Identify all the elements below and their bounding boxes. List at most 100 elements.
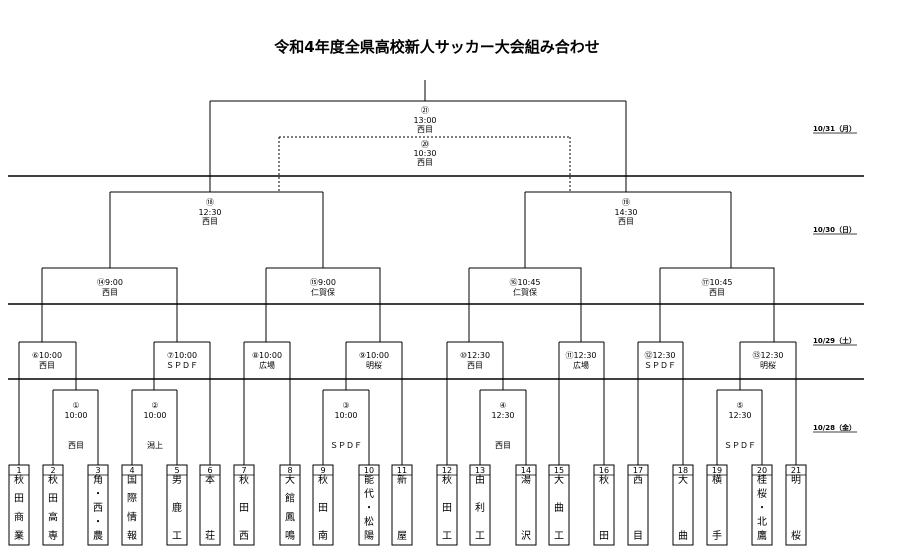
r16-11-line	[558, 341, 605, 465]
team-name-char: 西	[633, 475, 643, 486]
match-19-time: 14:30	[614, 208, 637, 217]
r16-9-line	[345, 341, 403, 465]
date-label-1031: 10/31（月）	[813, 125, 856, 133]
team-name-char: 鳴	[285, 529, 295, 542]
team-seed-number: 12	[442, 466, 452, 475]
team-name-char: 業	[14, 529, 24, 542]
match-16-venue: 仁賀保	[513, 287, 537, 297]
match-6-time: ⑥10:00	[32, 351, 62, 360]
r1-1-line	[52, 389, 99, 465]
team-name-char: 秋	[318, 473, 328, 486]
team-seed-number: 13	[475, 466, 485, 475]
team-name-char: 商	[14, 510, 24, 523]
match-1-number: ①	[72, 401, 79, 410]
match-20-time: 10:30	[413, 149, 436, 158]
team-name-char: ・	[364, 503, 374, 514]
team-name-char: ・	[93, 489, 103, 500]
match-12-time: ⑫12:30	[644, 351, 675, 360]
page-title: 令和4年度全県高校新人サッカー大会組み合わせ	[274, 38, 599, 56]
quarterfinal-16-line	[468, 267, 582, 342]
team-seed-number: 5	[174, 466, 179, 475]
team-entry-3: 3角・西・農	[87, 464, 109, 546]
match-21-time: 13:00	[413, 116, 436, 125]
match-4-time: 12:30	[491, 411, 514, 420]
team-seed-number: 8	[287, 466, 292, 475]
match-13-time: ⑬12:30	[752, 351, 783, 360]
team-name-char: 報	[127, 530, 137, 542]
team-box	[672, 464, 694, 546]
match-3-number: ③	[342, 401, 349, 410]
team-seed-number: 9	[320, 466, 325, 475]
team-entry-6: 6本荘	[199, 464, 221, 546]
team-name-char: 曲	[554, 502, 564, 514]
date-label-1028: 10/28（金）	[813, 423, 856, 432]
team-seed-number: 10	[364, 466, 374, 475]
team-seed-number: 15	[554, 466, 564, 475]
team-box	[391, 464, 413, 546]
match-18-number: ⑱	[206, 198, 214, 207]
team-box	[233, 464, 255, 546]
match-4-venue: 西目	[495, 441, 511, 450]
team-seed-number: 21	[791, 466, 801, 475]
match-17-venue: 西目	[709, 288, 725, 297]
team-box	[279, 464, 301, 546]
team-name-char: 手	[712, 529, 722, 542]
team-box	[121, 464, 143, 546]
team-name-char: 北	[757, 516, 767, 528]
team-seed-number: 2	[50, 466, 55, 475]
third-place-line	[278, 136, 571, 192]
team-name-char: 国	[127, 474, 137, 486]
team-name-char: 田	[318, 503, 328, 514]
team-name-char: 田	[239, 503, 249, 514]
team-box	[42, 464, 64, 546]
team-name-char: 鹿	[172, 501, 182, 514]
date-label-1029: 10/29（土）	[813, 336, 856, 345]
match-19-number: ⑲	[622, 198, 630, 207]
match-19-venue: 西目	[618, 217, 634, 226]
match-6-venue: 西目	[39, 361, 55, 370]
match-18-time: 12:30	[198, 208, 221, 217]
match-13-venue: 明桜	[760, 360, 776, 370]
team-seed-number: 14	[521, 466, 531, 475]
team-name-char: 能	[364, 473, 374, 486]
team-name-char: 由	[475, 473, 485, 486]
team-seed-number: 1	[16, 466, 21, 475]
team-name-char: 荘	[205, 530, 215, 542]
match-9-time: ⑨10:00	[359, 351, 389, 360]
r16-10-line	[446, 341, 504, 465]
match-9-venue: 明桜	[366, 360, 382, 370]
team-box	[312, 464, 334, 546]
team-seed-number: 11	[397, 466, 407, 475]
match-5-number: ⑤	[736, 401, 743, 410]
r16-8-line	[243, 341, 291, 465]
match-7-venue: ＳＰＤＦ	[166, 361, 198, 370]
team-name-char: 大	[678, 473, 688, 486]
team-name-char: 高	[48, 510, 58, 523]
team-name-char: 際	[127, 493, 137, 505]
r1-2-line	[131, 389, 178, 465]
quarterfinal-17-line	[659, 267, 775, 342]
match-5-time: 12:30	[728, 411, 751, 420]
team-box	[166, 464, 188, 546]
team-name-char: 湯	[521, 473, 531, 486]
r1-3-line	[322, 389, 370, 465]
team-name-char: 松	[364, 515, 374, 528]
match-5-venue: ＳＰＤＦ	[724, 441, 756, 450]
team-name-char: 陽	[364, 530, 374, 542]
team-seed-number: 20	[757, 466, 767, 475]
final-line	[209, 80, 627, 192]
quarterfinal-15-line	[265, 267, 381, 342]
team-name-char: 田	[14, 494, 24, 505]
match-14-time: ⑭9:00	[97, 278, 123, 287]
team-name-char: 南	[318, 529, 328, 542]
match-11-venue: 広場	[573, 360, 589, 370]
